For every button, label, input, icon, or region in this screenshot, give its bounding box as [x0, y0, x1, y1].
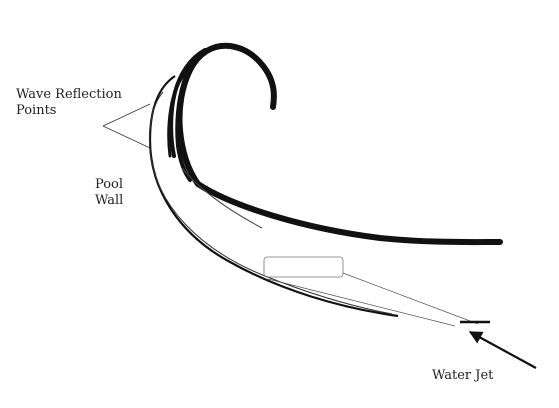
pool-wall-label-line2: Wall: [95, 193, 124, 208]
water-jet-label: Water Jet: [432, 368, 494, 383]
reflection-pointer-upper: [102, 103, 151, 127]
water-jet-arrow: [468, 331, 537, 369]
wave-reflection-label-line2: Points: [16, 103, 57, 118]
pool-wall-front: [149, 91, 393, 315]
pool-wall: [148, 75, 399, 318]
wave-crest-outer: [176, 42, 503, 246]
jet-beam-lower: [267, 278, 456, 327]
reflection-pointer-lower: [102, 125, 151, 149]
pool-wall-label-line1: Pool: [95, 177, 124, 192]
jet-zone: [263, 256, 537, 369]
reflection-pointers: [102, 103, 151, 149]
jet-beam-upper: [342, 272, 479, 325]
wave-curl: [167, 42, 503, 246]
wave-reflection-label: Wave Reflection Points: [16, 87, 122, 119]
wave-crest-inner-3: [167, 56, 202, 158]
pool-wall-label: Pool Wall: [95, 177, 123, 209]
reflection-zone-box: [263, 256, 344, 278]
wave-base-inner: [181, 167, 263, 229]
wave-reflection-label-line1: Wave Reflection: [16, 87, 122, 102]
